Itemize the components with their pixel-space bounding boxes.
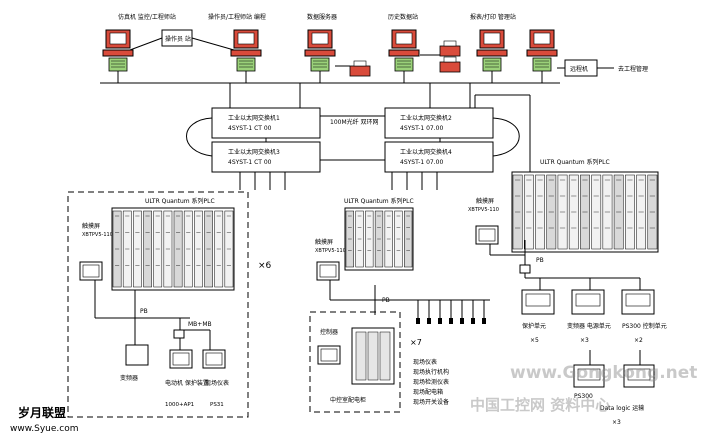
right-bus-label: PB (536, 257, 544, 264)
left-plc-title: ULTR Quantum 系列PLC (145, 197, 215, 205)
operator-station-box: 操作员 站 (161, 29, 193, 47)
workstation-1[interactable] (102, 29, 134, 72)
switch-2-line2: 4SYST-1 07.00 (400, 125, 443, 132)
mid-cabinet (351, 327, 395, 385)
mid-field-3: 现场检测仪表 (413, 378, 449, 386)
mid-field-2: 现场执行机构 (413, 368, 449, 376)
switch-2-line1: 工业以太网交换机2 (400, 114, 452, 122)
watermark-left-cn: 岁月联盟 (18, 405, 66, 420)
watermark-right: www.Gongkong.net 中国工控网 资料中心 (470, 363, 697, 414)
workstation-2[interactable] (230, 29, 262, 72)
top-label-3: 数据服务器 (307, 13, 337, 21)
mid-multiplier: ×7 (410, 338, 422, 347)
workstation-6[interactable] (526, 29, 558, 72)
mid-box-label: 控制器 (320, 328, 338, 336)
mid-touchscreen[interactable] (316, 261, 340, 281)
mid-plc-rack (344, 207, 414, 271)
left-plc-group: ULTR Quantum 系列PLC ×6 触摸屏 XBTPV5-110 PB … (67, 191, 272, 418)
mb-label: MB+MB (188, 321, 212, 328)
switch-1-line1: 工业以太网交换机1 (228, 114, 280, 122)
right-dev-3-mult: ×2 (634, 337, 643, 344)
right-dev-1-label: 保护单元 (522, 322, 546, 330)
left-bottom-sub-1: 1000+AP1 (165, 402, 194, 408)
workstation-3[interactable] (304, 29, 336, 72)
right-device-row-1 (521, 289, 655, 315)
watermark-left: 岁月联盟 www.Syue.com (10, 405, 78, 434)
top-network-bus (100, 37, 614, 108)
middle-plc-group: ULTR Quantum 系列PLC 触摸屏 XBTPV5-110 PB 控制器 (309, 197, 490, 413)
right-plc-group: ULTR Quantum 系列PLC 触摸屏 XBTPV5-110 PB 保护单… (468, 158, 667, 426)
switch-4-line2: 4SYST-1 07.00 (400, 159, 443, 166)
ring-label: 100M光纤 双环网 (330, 118, 379, 126)
right-dev-5-mult: ×3 (612, 419, 621, 426)
top-label-4: 历史数据站 (388, 13, 418, 21)
right-panel-sub: XBTPV5-110 (468, 207, 499, 213)
left-bottom-sub-2: PS31 (210, 402, 224, 408)
remote-machine-box: 远程机 (564, 59, 598, 77)
left-bottom-3: 现场仪表 (205, 379, 229, 387)
left-monitor-3 (202, 349, 226, 369)
left-panel-label: 触摸屏 (82, 222, 100, 230)
top-label-2: 操作员/工程师站 编程 (208, 13, 266, 21)
switch-1-line2: 4SYST-1 CT 00 (228, 125, 272, 132)
switch-3-line2: 4SYST-1 CT 00 (228, 159, 272, 166)
watermark-right-url: www.Gongkong.net (510, 363, 697, 383)
switch-ring: 工业以太网交换机1 4SYST-1 CT 00 工业以太网交换机2 4SYST-… (186, 94, 531, 190)
mid-monitor (317, 345, 341, 365)
switch-3-line1: 工业以太网交换机3 (228, 148, 280, 156)
printer-icon-2 (439, 40, 461, 57)
top-label-5: 报表/打印 管理站 (470, 13, 516, 21)
left-bus-label: PB (140, 308, 148, 315)
right-box-label: 远程机 (570, 65, 588, 73)
left-device-box (125, 344, 149, 366)
right-panel-label: 触摸屏 (476, 197, 494, 205)
right-dev-1-mult: ×5 (530, 337, 539, 344)
workstation-row: 仿真机 监控/工程师站 操作员/工程师站 编程 数据服务器 历史数据站 报表/打… (102, 13, 648, 77)
switch-4-line1: 工业以太网交换机4 (400, 148, 452, 156)
left-plc-frame (111, 207, 235, 291)
mid-panel-label: 触摸屏 (315, 238, 333, 246)
mid-field-1: 现场仪表 (413, 358, 437, 366)
mid-field-4: 现场配电箱 (413, 388, 443, 396)
right-dev-5-label: Data logic 运输 (600, 404, 644, 412)
right-plc-rack (511, 171, 659, 253)
mid-field-5: 现场开关设备 (413, 398, 449, 406)
right-dev-2-mult: ×3 (580, 337, 589, 344)
right-device-row-2 (573, 364, 655, 388)
watermark-left-url: www.Syue.com (10, 424, 78, 434)
left-multiplier: ×6 (258, 261, 272, 271)
mid-plc-title: ULTR Quantum 系列PLC (344, 197, 414, 205)
printer-icon-3 (439, 56, 461, 73)
top-box-label: 操作员 站 (165, 35, 191, 43)
right-plc-title: ULTR Quantum 系列PLC (540, 158, 610, 166)
workstation-4[interactable] (388, 29, 420, 72)
left-monitor-2 (169, 349, 193, 369)
mid-cabinet-label: 中控室配电柜 (330, 396, 366, 404)
mid-panel-sub: XBTPV5-110 (315, 248, 346, 254)
right-dev-4-label: PS300 (574, 393, 593, 400)
left-touchscreen[interactable] (79, 261, 103, 281)
watermark-right-cn: 中国工控网 资料中心 (470, 396, 610, 414)
left-panel-sub: XBTPV5-110 (82, 232, 113, 238)
left-bottom-2: 电动机 保护装置 (165, 379, 209, 387)
right-arrow-label: 去工程管理 (618, 65, 648, 73)
left-plc-rack (111, 207, 235, 291)
right-dev-3-label: PS300 控制单元 (622, 322, 667, 330)
left-bottom-1: 变频器 (120, 374, 138, 382)
right-dev-2-label: 变频器 电源单元 (567, 322, 611, 330)
printer-icon-1 (349, 60, 371, 77)
right-touchscreen[interactable] (475, 225, 499, 245)
workstation-5[interactable] (476, 29, 508, 72)
top-label-1: 仿真机 监控/工程师站 (118, 13, 176, 21)
